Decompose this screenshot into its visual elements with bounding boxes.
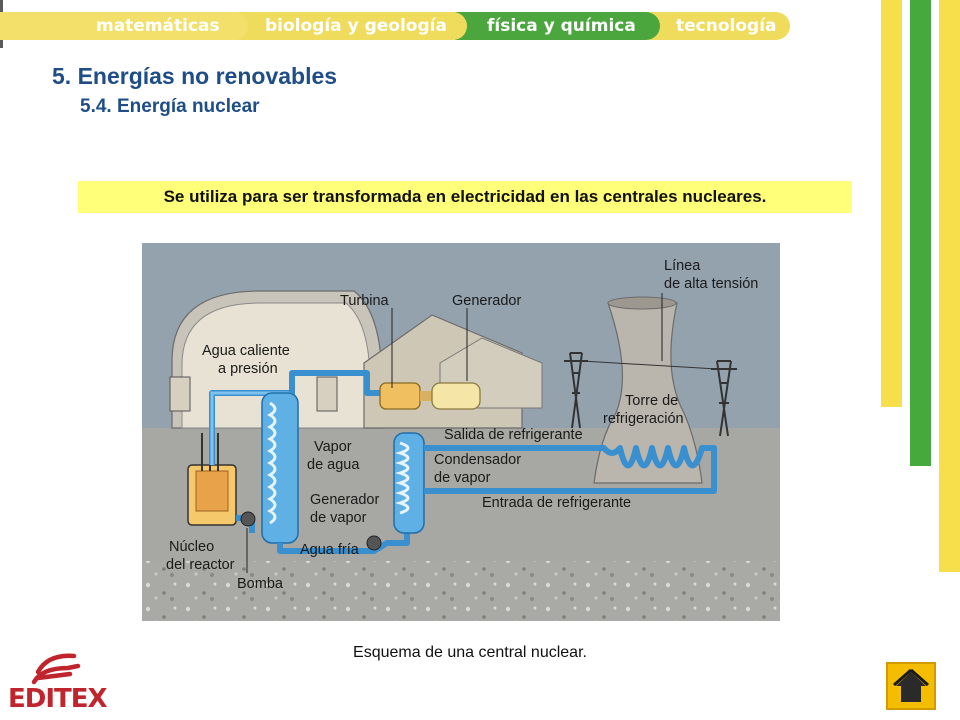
home-button[interactable] xyxy=(886,662,936,710)
label-de-agua: de agua xyxy=(307,457,360,473)
label-a-presion: a presión xyxy=(218,361,278,377)
label-agua-fria: Agua fría xyxy=(300,542,360,558)
diagram-caption: Esquema de una central nuclear. xyxy=(353,644,587,661)
page-subtitle: 5.4. Energía nuclear xyxy=(80,96,260,117)
label-alta-tension: de alta tensión xyxy=(664,276,758,292)
decor-bar-yellow-1 xyxy=(881,0,902,407)
tab-fisica-quimica[interactable]: física y química xyxy=(455,12,660,40)
label-bomba: Bomba xyxy=(237,576,284,592)
label-linea: Línea xyxy=(664,258,701,274)
label-generador: Generador xyxy=(452,293,521,309)
label-vapor: Vapor xyxy=(314,439,352,455)
tab-biologia-geologia[interactable]: biología y geología xyxy=(235,12,467,40)
label-torre: Torre de xyxy=(625,393,678,409)
subject-nav: matemáticas biología y geología física y… xyxy=(0,12,800,40)
editex-logo-text: EDITEX xyxy=(8,684,108,714)
decor-bar-yellow-2 xyxy=(939,0,960,572)
label-de-vapor-2: de vapor xyxy=(310,510,367,526)
label-salida-refrigerante: Salida de refrigerante xyxy=(444,427,583,443)
label-nucleo: Núcleo xyxy=(169,539,214,555)
tab-tecnologia[interactable]: tecnología xyxy=(648,12,790,40)
tab-matematicas[interactable]: matemáticas xyxy=(0,12,248,40)
label-condensador: Condensador xyxy=(434,452,521,468)
label-refrigeracion: refrigeración xyxy=(603,411,684,427)
label-del-reactor: del reactor xyxy=(166,557,235,573)
label-agua-caliente: Agua caliente xyxy=(202,343,290,359)
editex-logo-icon xyxy=(31,653,81,685)
label-turbina: Turbina xyxy=(340,293,390,309)
decor-bar-green xyxy=(910,0,931,466)
highlight-statement: Se utiliza para ser transformada en elec… xyxy=(78,181,852,213)
label-de-vapor: de vapor xyxy=(434,470,491,486)
nuclear-plant-diagram: Línea de alta tensión Turbina Generador … xyxy=(142,243,780,621)
home-icon xyxy=(893,668,929,702)
label-entrada-refrigerante: Entrada de refrigerante xyxy=(482,495,631,511)
page-title: 5. Energías no renovables xyxy=(52,63,338,89)
label-generador-vapor: Generador xyxy=(310,492,379,508)
